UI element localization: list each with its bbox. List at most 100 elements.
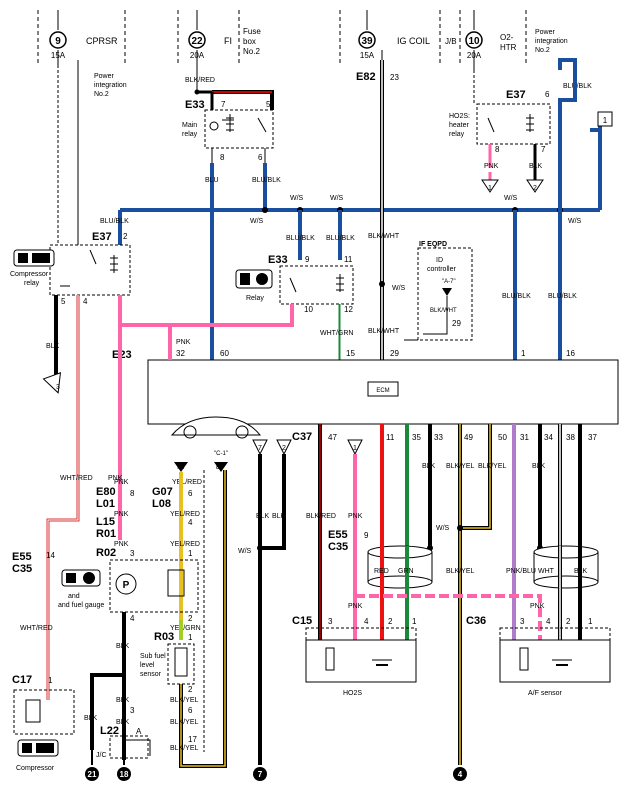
wire-label: BLK <box>574 568 588 575</box>
fuse-label: CPRSR <box>86 36 118 46</box>
wire-label: PNK <box>348 603 363 610</box>
power-integration-label-b3: No.2 <box>535 47 550 54</box>
main-relay <box>204 109 274 149</box>
wire-label: BLK/YEL <box>170 745 199 752</box>
compressor-label: Compressor <box>16 765 55 772</box>
ref-arrow-label: 1 <box>353 445 357 452</box>
compressor-icon <box>17 739 59 757</box>
heater-relay-label-2: heater <box>449 122 470 129</box>
ground-7: 7 <box>253 767 267 781</box>
connector-g07: G07 <box>152 486 173 498</box>
connector-r02: R02 <box>96 547 116 559</box>
pin-label: 11 <box>344 255 353 264</box>
pin-label: 15 <box>346 349 355 358</box>
wire-label: WHT <box>538 568 555 575</box>
fuse-igcoil: 39 15A IG COIL <box>339 10 441 65</box>
wire-label: BLU/BLK <box>502 293 531 300</box>
pin-label: 3 <box>520 617 525 626</box>
fuse-box-label-3: No.2 <box>243 47 260 56</box>
wire-label: BLU/BLK <box>563 83 592 90</box>
pin-label: 2 <box>123 232 128 241</box>
wire-label: BLU/BLK <box>326 235 355 242</box>
fuse-box-label: Fuse <box>243 27 261 36</box>
connector-c15: C15 <box>292 615 312 627</box>
power-integration-label-b2: integration <box>535 38 568 45</box>
wire-label: W/S <box>250 218 264 225</box>
wire-label: W/S <box>330 195 344 202</box>
combination-meter-icon <box>170 416 262 439</box>
compressor-relay-icon <box>13 249 55 267</box>
ground-label: 7 <box>258 770 263 779</box>
pin-label: 10 <box>304 305 313 314</box>
wire-label: BLK <box>532 463 546 470</box>
pin-label: 8 <box>130 489 135 498</box>
fuel-pump-label-2: and fuel gauge <box>58 602 104 609</box>
connector-c36: C36 <box>466 615 486 627</box>
pin-label: 14 <box>46 551 55 560</box>
wire-label: BLK/WHT <box>368 233 400 240</box>
sub-sensor-label: Sub fuel <box>140 653 166 660</box>
jc-label: J/C <box>96 752 107 759</box>
sub-sensor-label-2: level <box>140 662 155 669</box>
compressor-relay <box>49 244 131 296</box>
pin-label: 31 <box>520 433 529 442</box>
fuse-number: 22 <box>191 36 203 47</box>
connector-e37: E37 <box>506 89 526 101</box>
wire-label: YEL/GRN <box>170 625 201 632</box>
fuel-pump-icon <box>235 269 273 289</box>
connector-c37: C37 <box>292 431 312 443</box>
pin-label: 50 <box>498 433 507 442</box>
pin-label: 2 <box>566 617 571 626</box>
wire-label: BLK/YEL <box>170 697 199 704</box>
pump-symbol: P <box>123 580 130 591</box>
if-eqpd-label: IF EQPD <box>419 241 447 248</box>
wire-label: BLK/RED <box>306 513 336 520</box>
connector-r03: R03 <box>154 631 174 643</box>
id-controller-label: ID <box>436 257 443 264</box>
relay <box>279 265 354 305</box>
ground-4: 4 <box>453 767 467 781</box>
wire-label: BLK <box>84 715 98 722</box>
wire-label: W/S <box>504 195 518 202</box>
pin-label: 32 <box>176 349 185 358</box>
af-sensor-label: A/F sensor <box>528 690 563 697</box>
pin-label: 2 <box>188 685 193 694</box>
pin-label: 16 <box>566 349 575 358</box>
power-integration-label-b: Power <box>535 29 556 36</box>
wire-label: BLU <box>205 177 219 184</box>
wire-label: BLK <box>116 643 130 650</box>
pin-label: 2 <box>188 614 193 623</box>
fuse-label: IG COIL <box>397 36 430 46</box>
ground-label: 4 <box>458 770 463 779</box>
connector-e37-cprsr: E37 <box>92 231 112 243</box>
wire-label: PNK <box>114 511 129 518</box>
fuse-number: 39 <box>361 36 373 47</box>
connector-e80: E80 <box>96 486 116 498</box>
pin-label: 6 <box>188 706 193 715</box>
pin-label: 6 <box>545 90 550 99</box>
pin-label: 49 <box>464 433 473 442</box>
ref-arrow-label: 7 <box>258 445 262 452</box>
fuse-label: O2- <box>500 33 514 42</box>
wire-label: BLU/BLK <box>100 218 129 225</box>
pin-label: 1 <box>588 617 593 626</box>
wire-label: PNK <box>114 479 129 486</box>
pin-label: 4 <box>130 614 135 623</box>
pin-label: 34 <box>544 433 553 442</box>
pin-label: 35 <box>412 433 421 442</box>
connector-e82: E82 <box>356 71 376 83</box>
wire-label: YEL/RED <box>170 541 200 548</box>
wire-label: BLK <box>422 463 436 470</box>
connector-l22: L22 <box>100 725 119 737</box>
fuse-label: FI <box>224 36 232 46</box>
connector-e33-relay: E33 <box>268 254 288 266</box>
wire-label: W/S <box>568 218 582 225</box>
connector-e55: E55 <box>12 551 32 563</box>
pin-label: 47 <box>328 433 337 442</box>
wire-label: PNK <box>108 475 123 482</box>
connector-e55-b: E55 <box>328 529 348 541</box>
pin-label: 17 <box>188 735 197 744</box>
pin-label: 5 <box>61 297 66 306</box>
wire-label: BLK/YEL <box>446 463 475 470</box>
